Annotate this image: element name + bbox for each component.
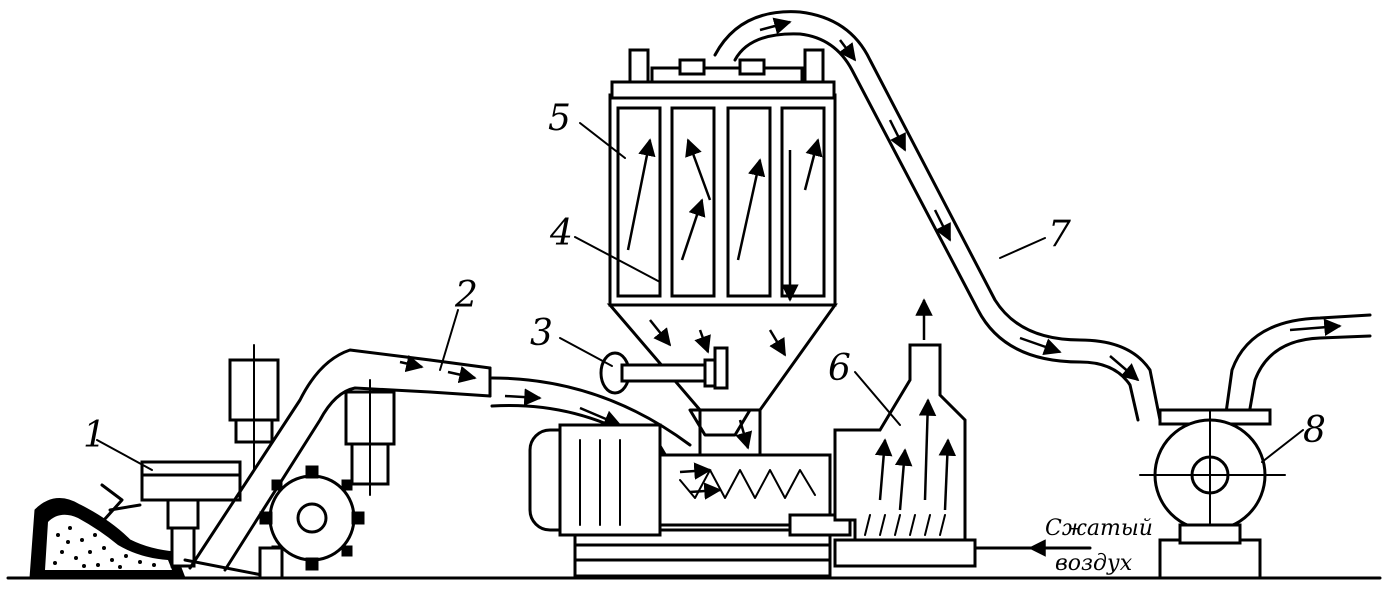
compressed-air-label-line2: воздух xyxy=(1055,551,1133,576)
label-6: 6 xyxy=(828,348,851,389)
material-pile xyxy=(29,498,186,579)
compressed-air-label-line1: Сжатый xyxy=(1045,516,1153,541)
leader-lines xyxy=(96,122,1304,471)
label-1: 1 xyxy=(83,415,106,456)
aeration-chamber xyxy=(833,298,1092,568)
label-5: 5 xyxy=(548,98,571,139)
air-pipeline xyxy=(713,10,1372,422)
bag-filter-hopper xyxy=(606,48,838,457)
label-2: 2 xyxy=(454,275,478,316)
label-8: 8 xyxy=(1303,410,1326,451)
vacuum-pump xyxy=(1139,408,1286,580)
label-4: 4 xyxy=(549,213,573,254)
screw-pump-base xyxy=(528,423,852,578)
label-7: 7 xyxy=(1048,214,1071,255)
intake-loader-unit xyxy=(100,344,432,580)
shaker-drive xyxy=(599,346,729,395)
label-3: 3 xyxy=(530,313,553,354)
